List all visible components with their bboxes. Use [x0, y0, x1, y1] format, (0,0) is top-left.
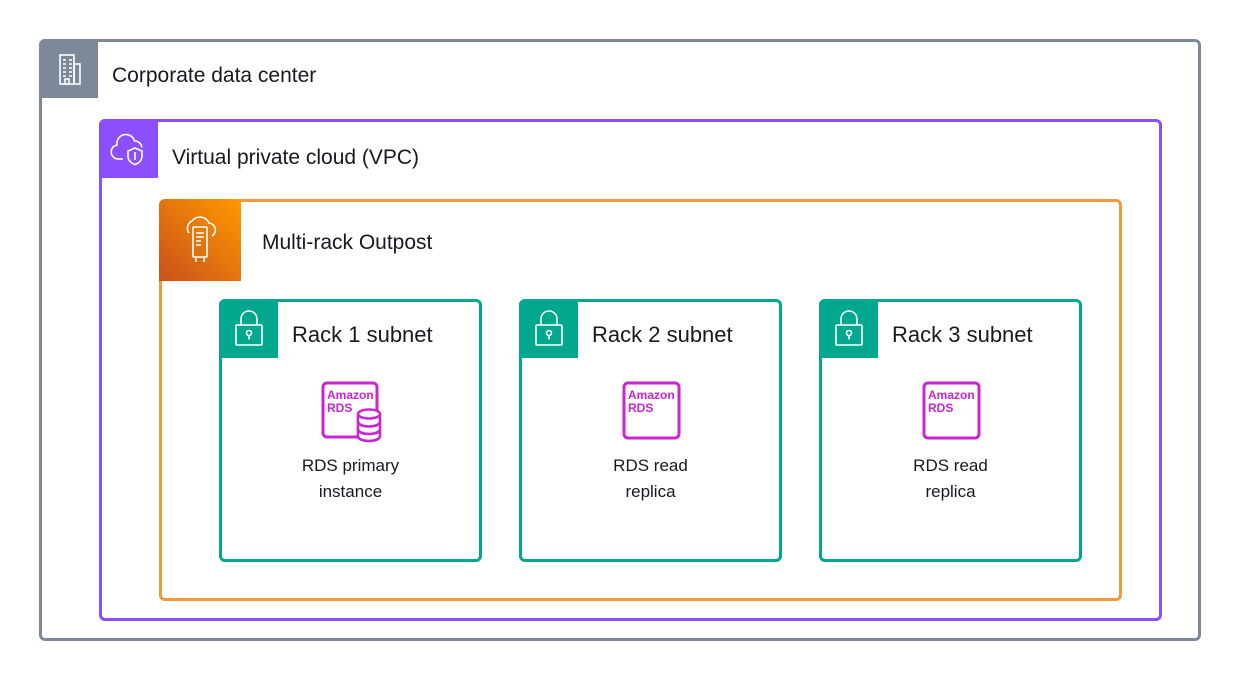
corporate-data-center-group: Corporate data center [39, 39, 1201, 641]
rds-icon-text-amazon: Amazon [928, 388, 975, 402]
amazon-rds-icon: Amazon RDS [922, 381, 982, 441]
outpost-rack-icon [159, 199, 241, 281]
cloud-shield-icon [99, 119, 158, 178]
rds-icon-text-amazon: Amazon [327, 388, 374, 402]
rds-icon-text-rds: RDS [327, 401, 352, 415]
padlock-icon [819, 299, 878, 358]
rds-primary-instance-label: RDS primary instance [301, 456, 400, 501]
database-cylinder-icon [356, 408, 382, 443]
rds-read-replica-label: RDS read replica [913, 456, 988, 501]
vpc-title: Virtual private cloud (VPC) [172, 146, 420, 169]
multi-rack-outpost-group: Multi-rack Outpost [159, 199, 1122, 601]
rack-3-subnet-group: Rack 3 subnet Amazon RDS RDS read replic… [819, 299, 1082, 562]
corporate-data-center-title: Corporate data center [112, 64, 317, 87]
amazon-rds-icon: Amazon RDS [622, 381, 682, 441]
rack-1-subnet-group: Rack 1 subnet Amazon RDS RDS primary ins… [219, 299, 482, 562]
rds-icon-text-rds: RDS [628, 401, 653, 415]
padlock-icon [219, 299, 278, 358]
padlock-icon [519, 299, 578, 358]
rds-icon-text-amazon: Amazon [628, 388, 675, 402]
rds-icon-text-rds: RDS [928, 401, 953, 415]
rack-2-subnet-group: Rack 2 subnet Amazon RDS RDS read replic… [519, 299, 782, 562]
rack-1-subnet-title: Rack 1 subnet [292, 322, 433, 347]
rack-3-subnet-title: Rack 3 subnet [892, 322, 1033, 347]
building-icon [39, 39, 98, 98]
rds-read-replica-label: RDS read replica [613, 456, 688, 501]
amazon-rds-database-icon: Amazon RDS [321, 381, 385, 443]
rack-2-subnet-title: Rack 2 subnet [592, 322, 733, 347]
vpc-group: Virtual private cloud (VPC) [99, 119, 1162, 621]
multi-rack-outpost-title: Multi-rack Outpost [262, 231, 433, 254]
